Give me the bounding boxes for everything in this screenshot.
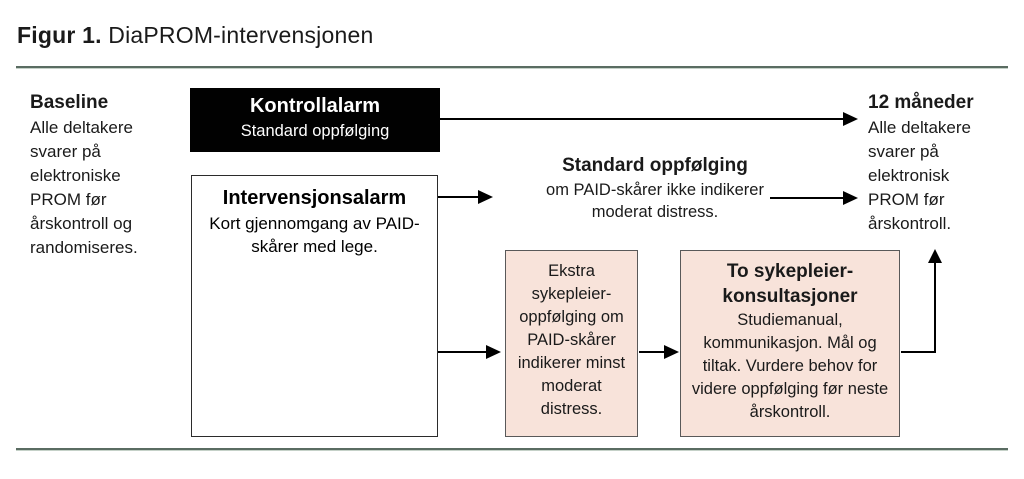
twelve-months-body: Alle deltakere svarer på elektronisk PRO… [868, 118, 972, 233]
arrowhead-right-icon [843, 111, 858, 126]
arrow-line [901, 351, 936, 353]
figure-caption: DiaPROM-intervensjonen [101, 22, 374, 48]
arrow-line [639, 351, 666, 353]
figure-number: Figur 1. [17, 22, 102, 48]
standard-followup-heading: Standard oppfølging [562, 155, 748, 176]
top-rule [16, 66, 1008, 69]
baseline-heading: Baseline [30, 92, 109, 113]
twelve-months-block: 12 måneder Alle deltakere svarer på elek… [868, 90, 1000, 236]
standard-followup-block: Standard oppfølging om PAID-skårer ikke … [520, 152, 790, 223]
extra-followup-body: Ekstra sykepleier-oppfølging om PAID-skå… [517, 262, 626, 418]
nurse-consultations-box: To sykepleier-konsultasjoner Studiemanua… [680, 250, 900, 437]
twelve-months-heading: 12 måneder [868, 92, 974, 113]
arrow-line [440, 118, 844, 120]
extra-followup-box: Ekstra sykepleier-oppfølging om PAID-skå… [505, 250, 638, 437]
arrowhead-right-icon [486, 344, 501, 359]
control-alarm-heading: Kontrollalarm [249, 95, 381, 117]
bottom-rule [16, 448, 1008, 451]
baseline-block: Baseline Alle deltakere svarer på elektr… [30, 90, 160, 260]
intervention-alarm-heading: Intervensjonsalarm [222, 187, 407, 209]
arrow-line [438, 196, 480, 198]
control-alarm-box: Kontrollalarm Standard oppfølging [190, 88, 440, 152]
intervention-alarm-body: Kort gjennomgang av PAID-skårer med lege… [209, 214, 420, 256]
nurse-consultations-heading: To sykepleier-konsultasjoner [722, 261, 858, 307]
figure-title: Figur 1. DiaPROM-intervensjonen [17, 22, 373, 49]
intervention-alarm-box: Intervensjonsalarm Kort gjennomgang av P… [191, 175, 438, 437]
arrow-line [934, 262, 936, 353]
baseline-body: Alle deltakere svarer på elektroniske PR… [30, 118, 138, 257]
arrowhead-right-icon [843, 190, 858, 205]
arrowhead-right-icon [664, 344, 679, 359]
standard-followup-body: om PAID-skårer ikke indikerer moderat di… [546, 181, 764, 221]
arrowhead-right-icon [478, 189, 493, 204]
arrow-line [438, 351, 488, 353]
control-alarm-body: Standard oppfølging [240, 122, 390, 140]
nurse-consultations-body: Studiemanual, kommunikasjon. Mål og tilt… [691, 311, 889, 421]
arrowhead-up-icon [927, 249, 942, 263]
arrow-line [770, 197, 845, 199]
